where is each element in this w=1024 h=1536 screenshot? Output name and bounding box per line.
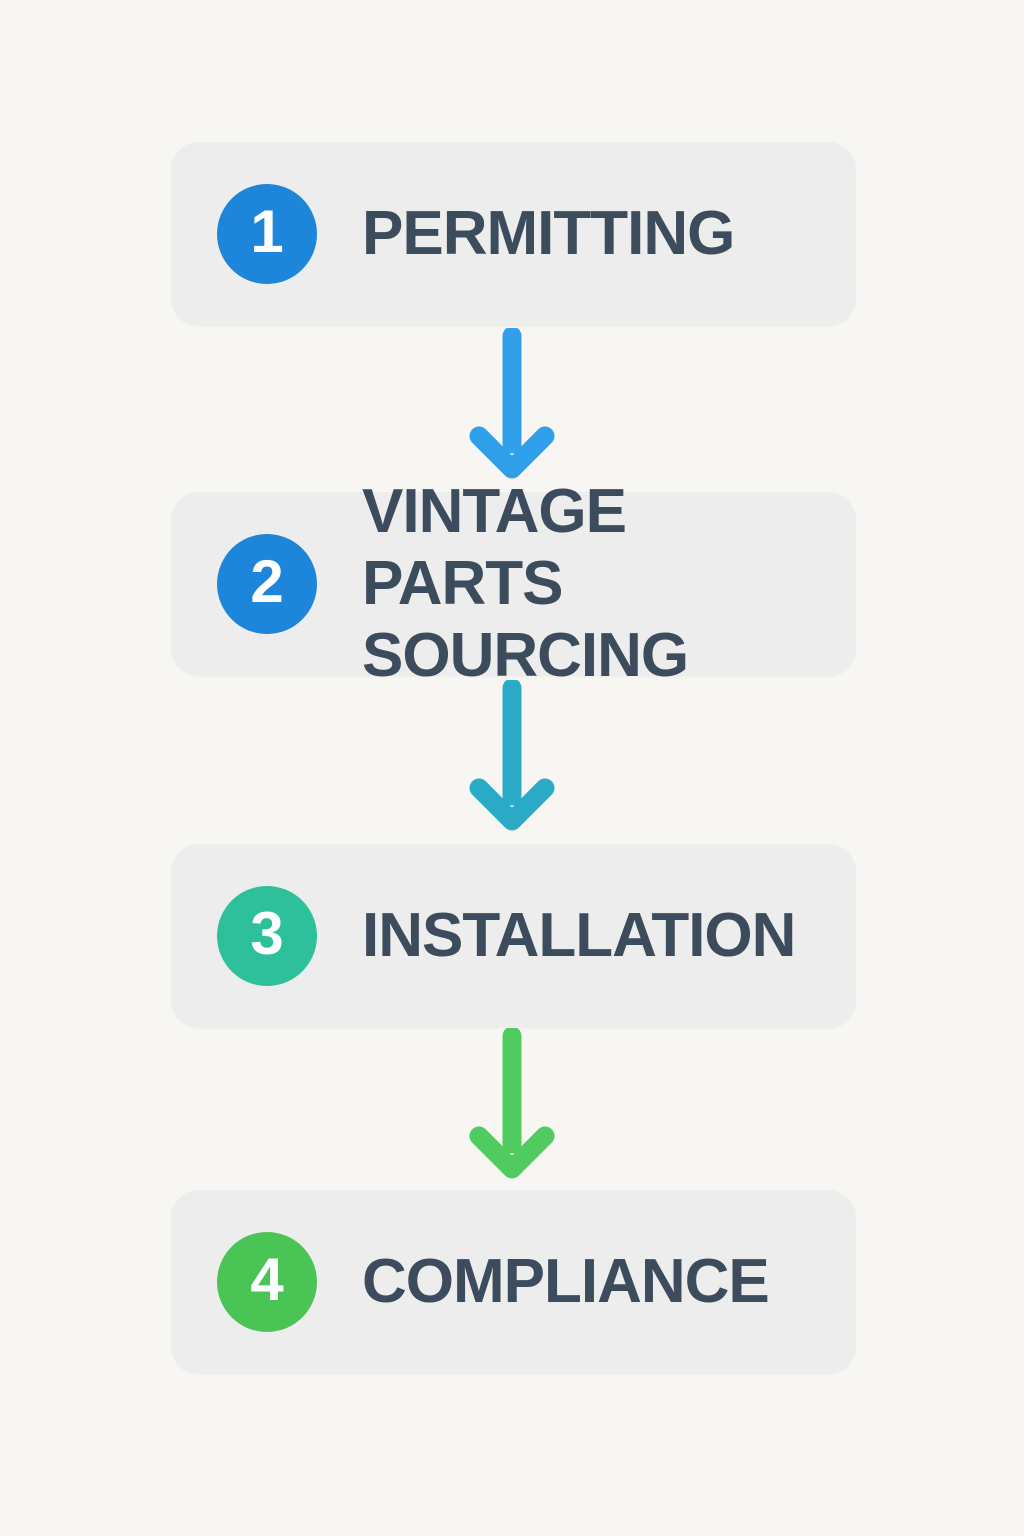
arrow-head <box>469 1126 555 1179</box>
step-number: 3 <box>250 900 284 967</box>
step-number-badge: 4 <box>217 1232 317 1332</box>
step-label: COMPLIANCE <box>362 1247 770 1317</box>
step-label: PERMITTING <box>362 199 735 269</box>
arrow-head <box>469 426 555 479</box>
down-arrow-icon <box>469 680 555 831</box>
step-card-installation: 3 INSTALLATION <box>171 844 856 1028</box>
step-label: VINTAGE PARTS SOURCING <box>362 477 689 690</box>
step-number: 2 <box>250 548 284 615</box>
step-card-vintage-parts-sourcing: 2 VINTAGE PARTS SOURCING <box>171 477 856 690</box>
step-number: 1 <box>250 198 284 265</box>
step-card-compliance: 4 COMPLIANCE <box>171 1190 856 1374</box>
step-label: INSTALLATION <box>362 901 796 971</box>
arrow-head <box>469 778 555 831</box>
step-card-permitting: 1 PERMITTING <box>171 142 856 326</box>
step-number-badge: 3 <box>217 886 317 986</box>
down-arrow-icon <box>469 328 555 479</box>
down-arrow-icon <box>469 1028 555 1179</box>
step-number: 4 <box>250 1246 284 1313</box>
step-number-badge: 2 <box>217 534 317 634</box>
step-number-badge: 1 <box>217 184 317 284</box>
